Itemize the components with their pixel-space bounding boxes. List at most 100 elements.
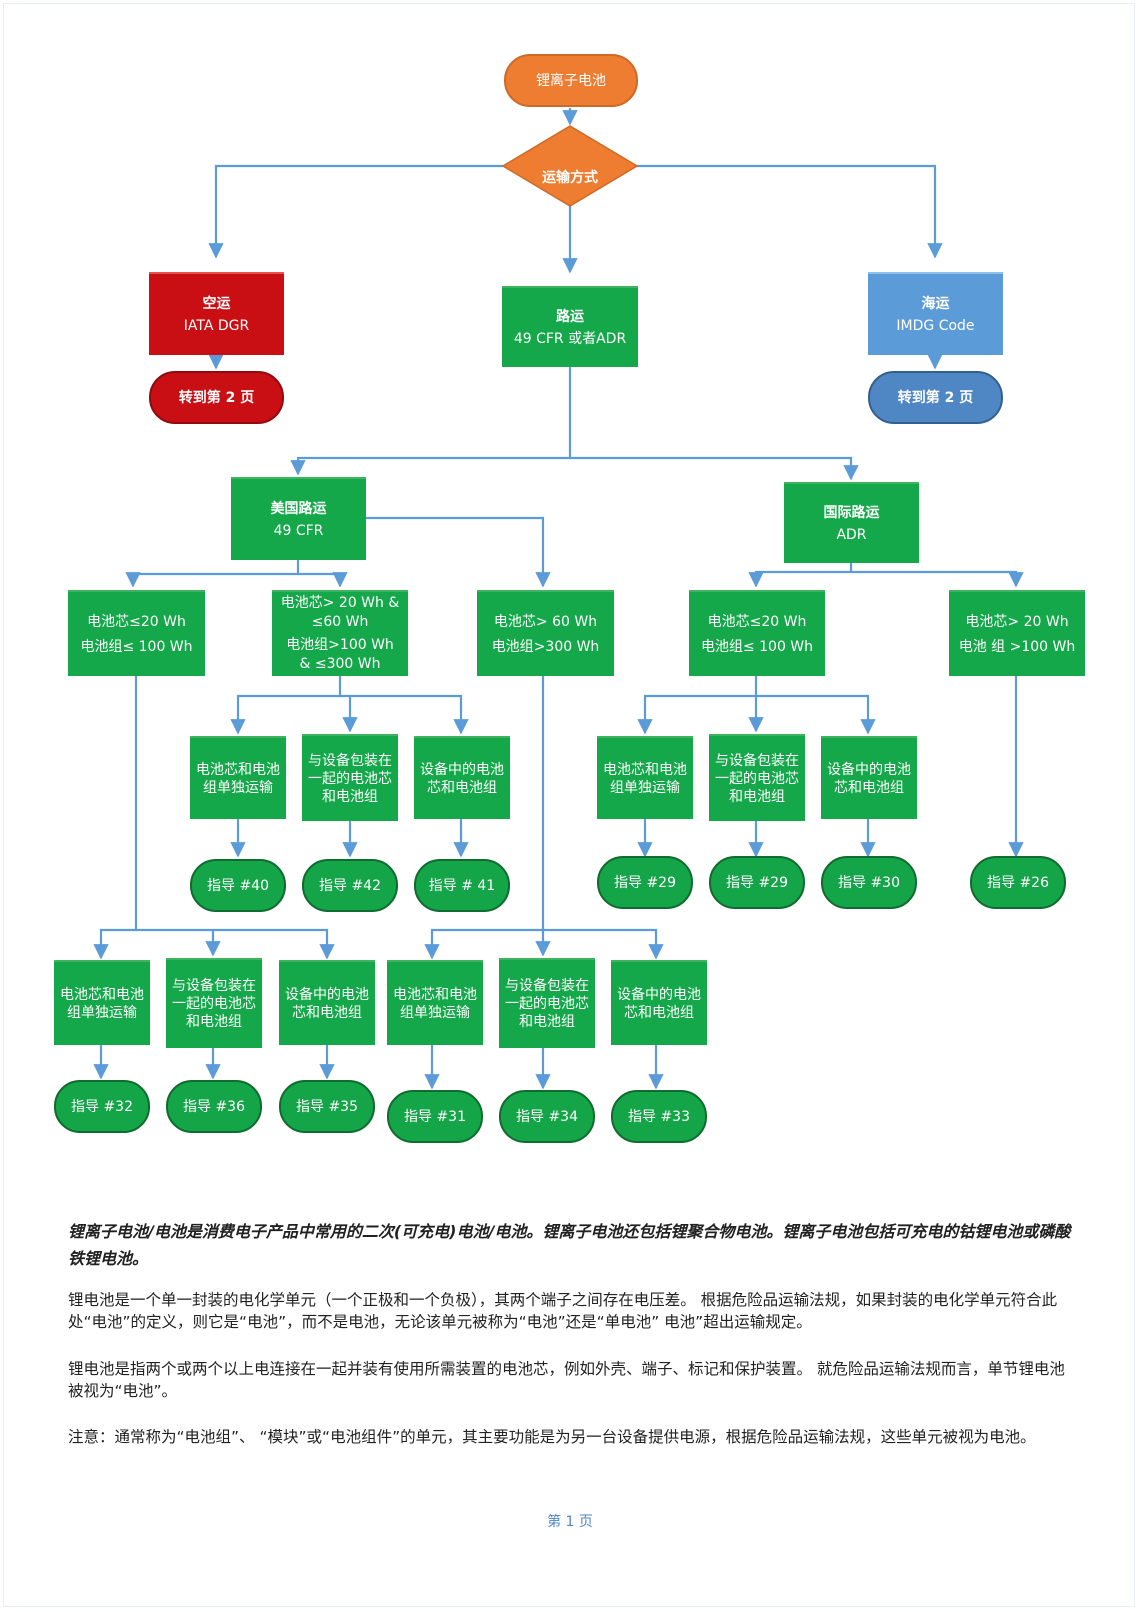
connector-small-split [93,676,138,960]
intl-small-battery-box[interactable]: 电池芯≤20 Wh 电池组≤ 100 Wh [689,590,825,676]
sea-transport-box[interactable]: 海运 IMDG Code [868,272,1003,355]
battery-pack-definition-paragraph: 锂电池是指两个或两个以上电连接在一起并装有使用所需装置的电池芯，例如外壳、端子、… [68,1360,1065,1400]
intl-small-alone-label: 电池芯和电池组单独运输 [603,761,687,796]
us-small-with-label: 与设备包装在一起的电池芯和电池组 [172,978,256,1030]
guide-41-label: 指导 # 41 [428,877,496,894]
us-large-in-box[interactable]: 设备中的电池芯和电池组 [611,960,707,1045]
intl-small-line1: 电池芯≤20 Wh [707,613,807,630]
flowchart [93,108,1024,1090]
us-mid-line3: 电池组>100 Wh [286,637,394,653]
guide-35[interactable]: 指导 #35 [279,1080,375,1133]
intl-sub: ADR [836,526,867,543]
guide-33-label: 指导 #33 [628,1108,690,1125]
guide-29a[interactable]: 指导 #29 [597,856,693,909]
intl-small-in-box[interactable]: 设备中的电池芯和电池组 [821,736,917,819]
connector-us-small [125,560,300,588]
us-small-line2: 电池组≤ 100 Wh [80,638,193,655]
us-small-in-box[interactable]: 设备中的电池芯和电池组 [279,960,375,1045]
guide-33[interactable]: 指导 #33 [611,1090,707,1143]
us-small-alone-label: 电池芯和电池组单独运输 [60,986,144,1021]
connector-road-intl [570,456,859,481]
guide-41[interactable]: 指导 # 41 [414,859,510,912]
intl-small-with-box[interactable]: 与设备包装在一起的电池芯和电池组 [709,734,805,821]
connector-intl-in [756,694,876,735]
intl-small-line2: 电池组≤ 100 Wh [700,638,814,655]
us-small-line1: 电池芯≤20 Wh [87,613,186,630]
us-sub: 49 CFR [273,522,324,539]
guide-32[interactable]: 指导 #32 [54,1080,150,1133]
intro-paragraph: 锂离子电池/电池是消费电子产品中常用的二次(可充电)电池/电池。锂离子电池还包括… [68,1222,1071,1268]
connector-road-split [290,366,572,476]
road-title: 路运 [556,308,584,325]
us-large-line1: 电池芯> 60 Wh [493,613,598,630]
sea-goto-page2[interactable]: 转到第 2 页 [868,371,1003,424]
connector-large-in [543,928,664,960]
us-large-in-label: 设备中的电池芯和电池组 [617,986,701,1021]
road-transport-box[interactable]: 路运 49 CFR 或者ADR [502,286,638,367]
intl-road-box[interactable]: 国际路运 ADR [784,482,919,563]
us-large-with-box[interactable]: 与设备包装在一起的电池芯和电池组 [499,958,595,1048]
guide-34-label: 指导 #34 [516,1108,578,1125]
intl-small-in-label: 设备中的电池芯和电池组 [827,761,911,796]
guide-34[interactable]: 指导 #34 [499,1090,595,1143]
air-goto-page2[interactable]: 转到第 2 页 [149,371,284,424]
guide-40[interactable]: 指导 #40 [190,859,286,912]
us-mid-line1: 电池芯> 20 Wh & [280,595,400,611]
guide-29a-label: 指导 #29 [614,874,676,891]
us-mid-alone-box[interactable]: 电池芯和电池组单独运输 [190,736,286,819]
us-small-battery-box[interactable]: 电池芯≤20 Wh 电池组≤ 100 Wh [68,590,205,676]
intl-title: 国际路运 [823,504,880,521]
guide-26[interactable]: 指导 #26 [970,856,1066,909]
connector-intl-split [637,676,758,735]
connector-intl-small [748,563,853,588]
guide-32-label: 指导 #32 [71,1098,133,1115]
sea-goto-label: 转到第 2 页 [897,389,974,406]
us-large-alone-box[interactable]: 电池芯和电池组单独运输 [387,960,483,1045]
intl-large-line1: 电池芯> 20 Wh [965,613,1069,630]
connector-large-split [424,676,545,960]
intl-small-alone-box[interactable]: 电池芯和电池组单独运输 [597,736,693,819]
connector-mid-split [230,676,342,735]
us-large-alone-label: 电池芯和电池组单独运输 [393,986,477,1021]
connector-intl-large [851,570,1024,588]
us-large-battery-box[interactable]: 电池芯> 60 Wh 电池组>300 Wh [477,590,614,676]
us-road-box[interactable]: 美国路运 49 CFR [231,477,366,560]
us-title: 美国路运 [270,500,327,517]
guide-31[interactable]: 指导 #31 [387,1090,483,1143]
air-transport-box[interactable]: 空运 IATA DGR [149,272,284,355]
intl-large-line2: 电池 组 >100 Wh [958,638,1076,655]
connector-small-in [213,928,335,960]
connector-decision-sea [637,164,943,259]
guide-42-label: 指导 #42 [319,877,381,894]
sea-title: 海运 [921,295,950,312]
page-frame [3,3,1135,1607]
root-lithium-ion-battery[interactable]: 锂离子电池 [504,54,638,107]
guide-36[interactable]: 指导 #36 [166,1080,262,1133]
guide-30-label: 指导 #30 [838,874,900,891]
us-mid-battery-box[interactable]: 电池芯> 20 Wh & ≤60 Wh 电池组>100 Wh & ≤300 Wh [272,590,408,676]
us-small-with-box[interactable]: 与设备包装在一起的电池芯和电池组 [166,958,262,1048]
air-sub: IATA DGR [183,317,250,334]
us-small-alone-box[interactable]: 电池芯和电池组单独运输 [54,960,150,1045]
guide-30[interactable]: 指导 #30 [821,856,917,909]
air-goto-label: 转到第 2 页 [178,389,255,406]
root-label: 锂离子电池 [536,72,606,89]
connector-us-mid [298,572,348,588]
us-mid-in-label: 设备中的电池芯和电池组 [420,761,504,796]
guide-26-label: 指导 #26 [987,874,1049,891]
us-mid-with-box[interactable]: 与设备包装在一起的电池芯和电池组 [302,734,398,821]
guide-31-label: 指导 #31 [404,1108,466,1125]
guide-29b-label: 指导 #29 [726,874,788,891]
guide-29b[interactable]: 指导 #29 [709,856,805,909]
decision-label: 运输方式 [542,170,598,186]
guide-35-label: 指导 #35 [296,1098,358,1115]
intl-large-battery-box[interactable]: 电池芯> 20 Wh 电池 组 >100 Wh [949,590,1085,676]
battery-definition-paragraph: 锂电池是一个单一封装的电化学单元（一个正极和一个负极），其两个端子之间存在电压差… [68,1291,1058,1331]
us-mid-in-box[interactable]: 设备中的电池芯和电池组 [414,736,510,819]
us-small-in-label: 设备中的电池芯和电池组 [285,986,369,1021]
us-large-with-label: 与设备包装在一起的电池芯和电池组 [505,978,589,1030]
sea-sub: IMDG Code [896,317,975,334]
guide-36-label: 指导 #36 [183,1098,245,1115]
guide-42[interactable]: 指导 #42 [302,859,398,912]
connector-mid-in [340,694,469,735]
